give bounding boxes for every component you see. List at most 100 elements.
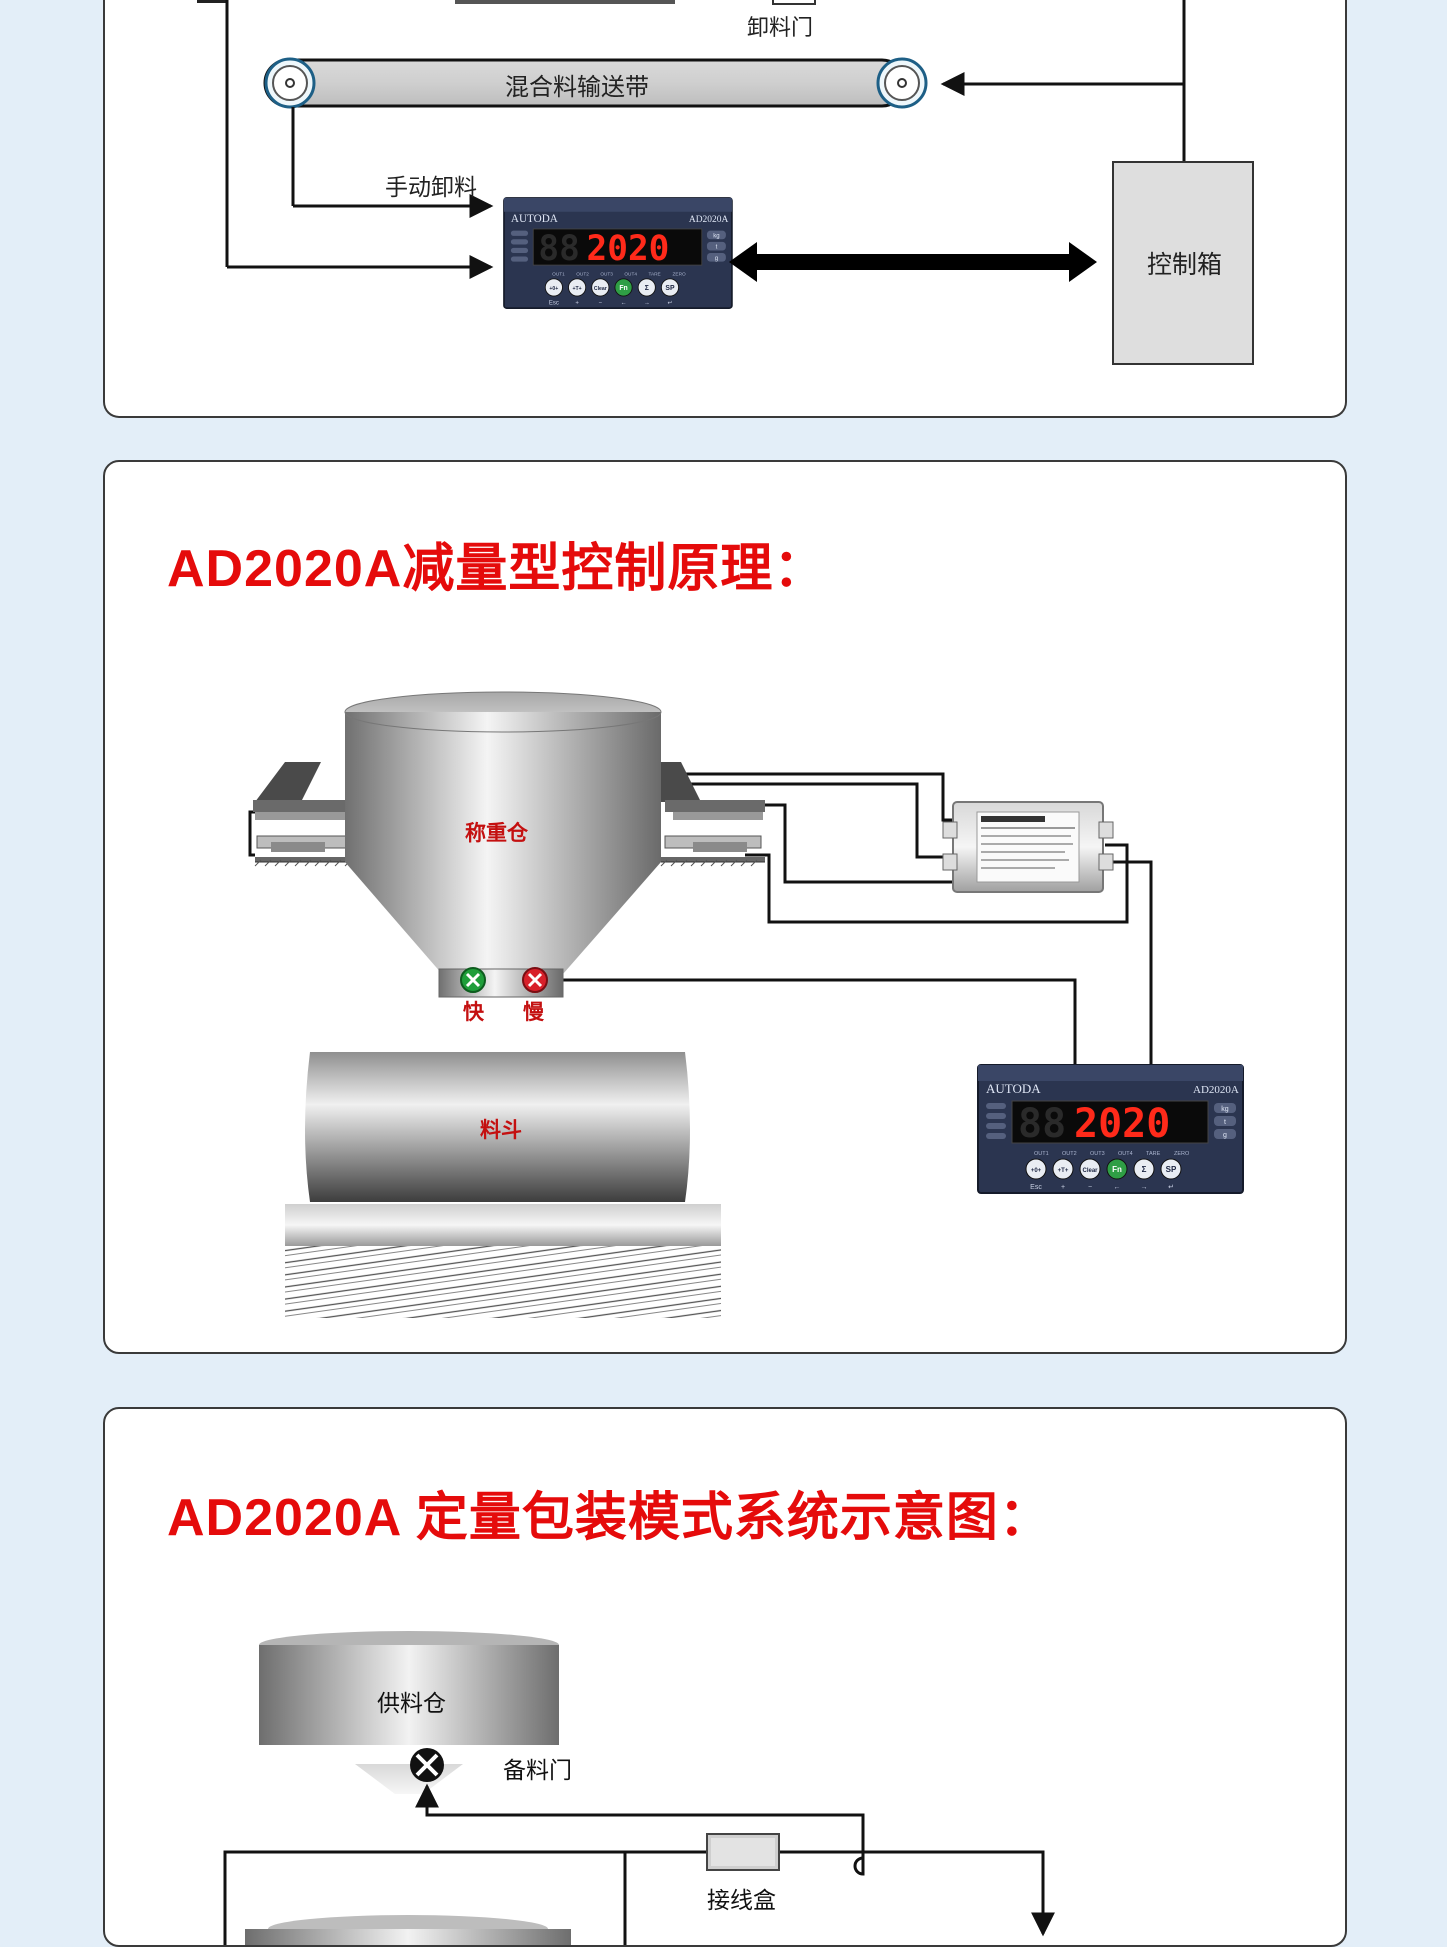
- instrument-model: AD2020A: [689, 215, 729, 225]
- junction-box: [942, 801, 1114, 893]
- load-cell-left: [253, 762, 359, 867]
- standby-gate-icon: [410, 1748, 444, 1782]
- control-box: [1112, 161, 1254, 365]
- instrument-brand: AUTODA: [511, 213, 558, 225]
- key-sub-2: −: [599, 301, 603, 307]
- key-label-0: +0+: [1031, 1168, 1042, 1174]
- key-sub-5: ↵: [667, 301, 672, 307]
- diagram-packaging: [223, 1631, 1055, 1945]
- key-label-3: Fn: [619, 285, 627, 292]
- key-label-3: Fn: [1112, 1165, 1122, 1174]
- key-label-5: SP: [1166, 1165, 1177, 1174]
- key-5: [1160, 1158, 1182, 1180]
- indicator-zero: ZERO: [673, 271, 686, 277]
- indicator-tare: TARE: [648, 271, 660, 277]
- supply-bin: [259, 1631, 559, 1794]
- indicator-out1: OUT1: [552, 271, 565, 277]
- supply-bin-label: 供料仓: [377, 1690, 446, 1716]
- display-ghost-digits: 88: [1018, 1101, 1066, 1147]
- key-sub-5: ↵: [1168, 1184, 1174, 1191]
- key-3: [614, 278, 633, 297]
- belt-label: 混合料输送带: [505, 74, 649, 101]
- instrument-model: AD2020A: [1193, 1084, 1239, 1096]
- key-label-2: Clear: [594, 286, 607, 292]
- key-label-4: Σ: [1142, 1165, 1147, 1174]
- junction-box-small: [706, 1833, 780, 1871]
- instrument-brand: AUTODA: [986, 1081, 1041, 1096]
- fast-label: 快: [463, 1001, 484, 1024]
- belt-pulley-right: [876, 57, 928, 109]
- indicator-out2: OUT2: [576, 271, 589, 277]
- display-value: 2020: [1074, 1101, 1170, 1147]
- unit-lamp-kg: kg: [1221, 1106, 1229, 1113]
- ground-platform: [285, 1204, 721, 1318]
- unit-lamp-g: g: [1223, 1132, 1227, 1139]
- unit-lamp-t: t: [716, 245, 718, 251]
- section2-title: AD2020A减量型控制原理：: [167, 540, 827, 598]
- key-sub-0: Esc: [549, 301, 559, 307]
- key-label-4: Σ: [645, 285, 649, 292]
- valve-fast-icon: [460, 967, 486, 993]
- belt-pulley-left: [264, 57, 316, 109]
- control-box-label: 控制箱: [1147, 251, 1223, 279]
- key-sub-0: Esc: [1030, 1184, 1042, 1191]
- manual-discharge-label: 手动卸料: [385, 174, 477, 200]
- key-4: [637, 278, 656, 297]
- key-sub-4: →: [1141, 1184, 1148, 1191]
- card-loss-in-weight: AD2020A减量型控制原理：: [103, 460, 1347, 1354]
- key-2: [591, 278, 610, 297]
- key-label-1: +T+: [573, 286, 582, 292]
- top-block-left: [197, 0, 227, 3]
- card-packaging-mode: AD2020A 定量包装模式系统示意图：: [103, 1407, 1347, 1947]
- indicator-zero: ZERO: [1174, 1151, 1190, 1157]
- discharge-gate-label: 卸料门: [747, 15, 814, 40]
- key-sub-3: ←: [621, 301, 627, 307]
- key-sub-4: →: [644, 301, 650, 307]
- key-1: [568, 278, 587, 297]
- unit-lamp-kg: kg: [713, 234, 719, 240]
- load-cell-wires: [248, 772, 1153, 1067]
- indicator-tare: TARE: [1146, 1151, 1161, 1157]
- key-sub-2: −: [1088, 1184, 1092, 1191]
- key-0: [1025, 1158, 1047, 1180]
- unit-lamp-t: t: [1224, 1119, 1226, 1126]
- slow-label: 慢: [523, 1001, 544, 1024]
- key-sub-3: ←: [1114, 1184, 1121, 1191]
- indicator-out2: OUT2: [1062, 1151, 1077, 1157]
- junction-box-label: 接线盒: [707, 1887, 776, 1913]
- display-value: 2020: [587, 229, 670, 269]
- key-label-0: +0+: [549, 286, 558, 292]
- hopper-drum: [305, 1052, 690, 1202]
- hopper-label: 料斗: [480, 1119, 522, 1142]
- key-1: [1052, 1158, 1074, 1180]
- section3-title: AD2020A 定量包装模式系统示意图：: [167, 1489, 1052, 1547]
- indicator-out3: OUT3: [600, 271, 613, 277]
- weigh-bin-label: 称重仓: [465, 822, 528, 845]
- discharge-gate-box: [772, 0, 816, 5]
- key-3: [1106, 1158, 1128, 1180]
- key-label-1: +T+: [1058, 1168, 1069, 1174]
- load-cell-right: [645, 762, 765, 867]
- weighing-bin: [344, 691, 662, 998]
- indicator-out3: OUT3: [1090, 1151, 1105, 1157]
- key-5: [660, 278, 680, 297]
- unit-lamp-g: g: [715, 256, 718, 262]
- top-hopper-bottom: [455, 0, 675, 4]
- display-ghost-digits: 88: [538, 229, 579, 269]
- indicator-out4: OUT4: [1118, 1151, 1133, 1157]
- communication-arrow: [729, 242, 1097, 282]
- key-label-2: Clear: [1082, 1168, 1098, 1174]
- valve-slow-icon: [522, 967, 548, 993]
- key-label-5: SP: [665, 285, 675, 292]
- key-2: [1079, 1158, 1101, 1180]
- indicator-out1: OUT1: [1034, 1151, 1049, 1157]
- key-sub-1: +: [575, 301, 579, 307]
- indicator-out4: OUT4: [624, 271, 637, 277]
- key-0: [544, 278, 563, 297]
